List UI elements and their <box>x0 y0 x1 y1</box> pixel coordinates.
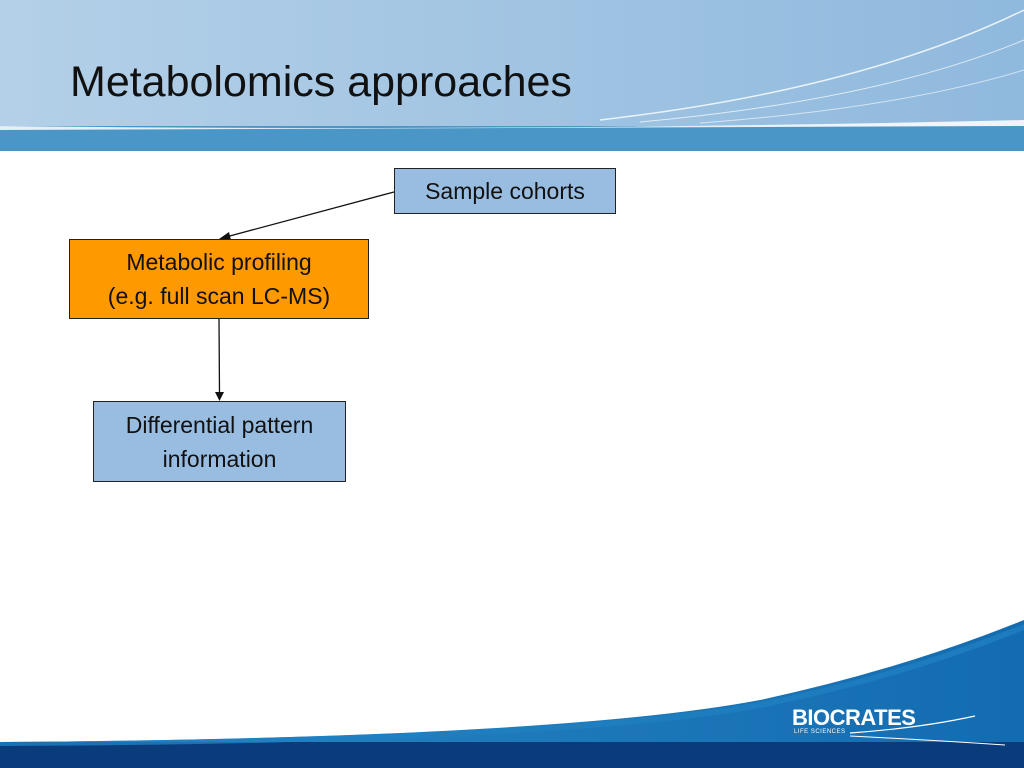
differential-pattern-box: Differential pattern information <box>93 401 346 482</box>
header-swoosh-line <box>599 9 1024 121</box>
metabolic-profiling-box: Metabolic profiling (e.g. full scan LC-M… <box>69 239 369 319</box>
header-stripe <box>0 126 1024 151</box>
connector-profiling-to-differential <box>218 318 221 394</box>
footer-swoosh <box>0 620 1024 768</box>
metabolic-profiling-line1: Metabolic profiling <box>126 249 312 275</box>
differential-pattern-line1: Differential pattern <box>125 411 314 438</box>
metabolic-profiling-line2: (e.g. full scan LC-MS) <box>107 283 331 309</box>
connector-sample-to-profiling <box>225 191 395 238</box>
logo-swirl <box>849 715 976 734</box>
footer-bar <box>0 742 1024 768</box>
header-swoosh <box>0 120 1024 130</box>
sample-cohorts-label: Sample cohorts <box>425 178 585 204</box>
arrowhead-profiling <box>219 232 231 240</box>
arrowhead-differential <box>215 392 224 401</box>
differential-pattern-line2: information <box>162 445 277 472</box>
biocrates-logo-tagline: LIFE SCIENCES <box>794 729 846 735</box>
sample-cohorts-box: Sample cohorts <box>394 168 616 214</box>
header-band <box>0 0 1024 126</box>
biocrates-logo: BIOCRATES <box>792 705 916 730</box>
slide-title: Metabolomics approaches <box>70 58 572 106</box>
